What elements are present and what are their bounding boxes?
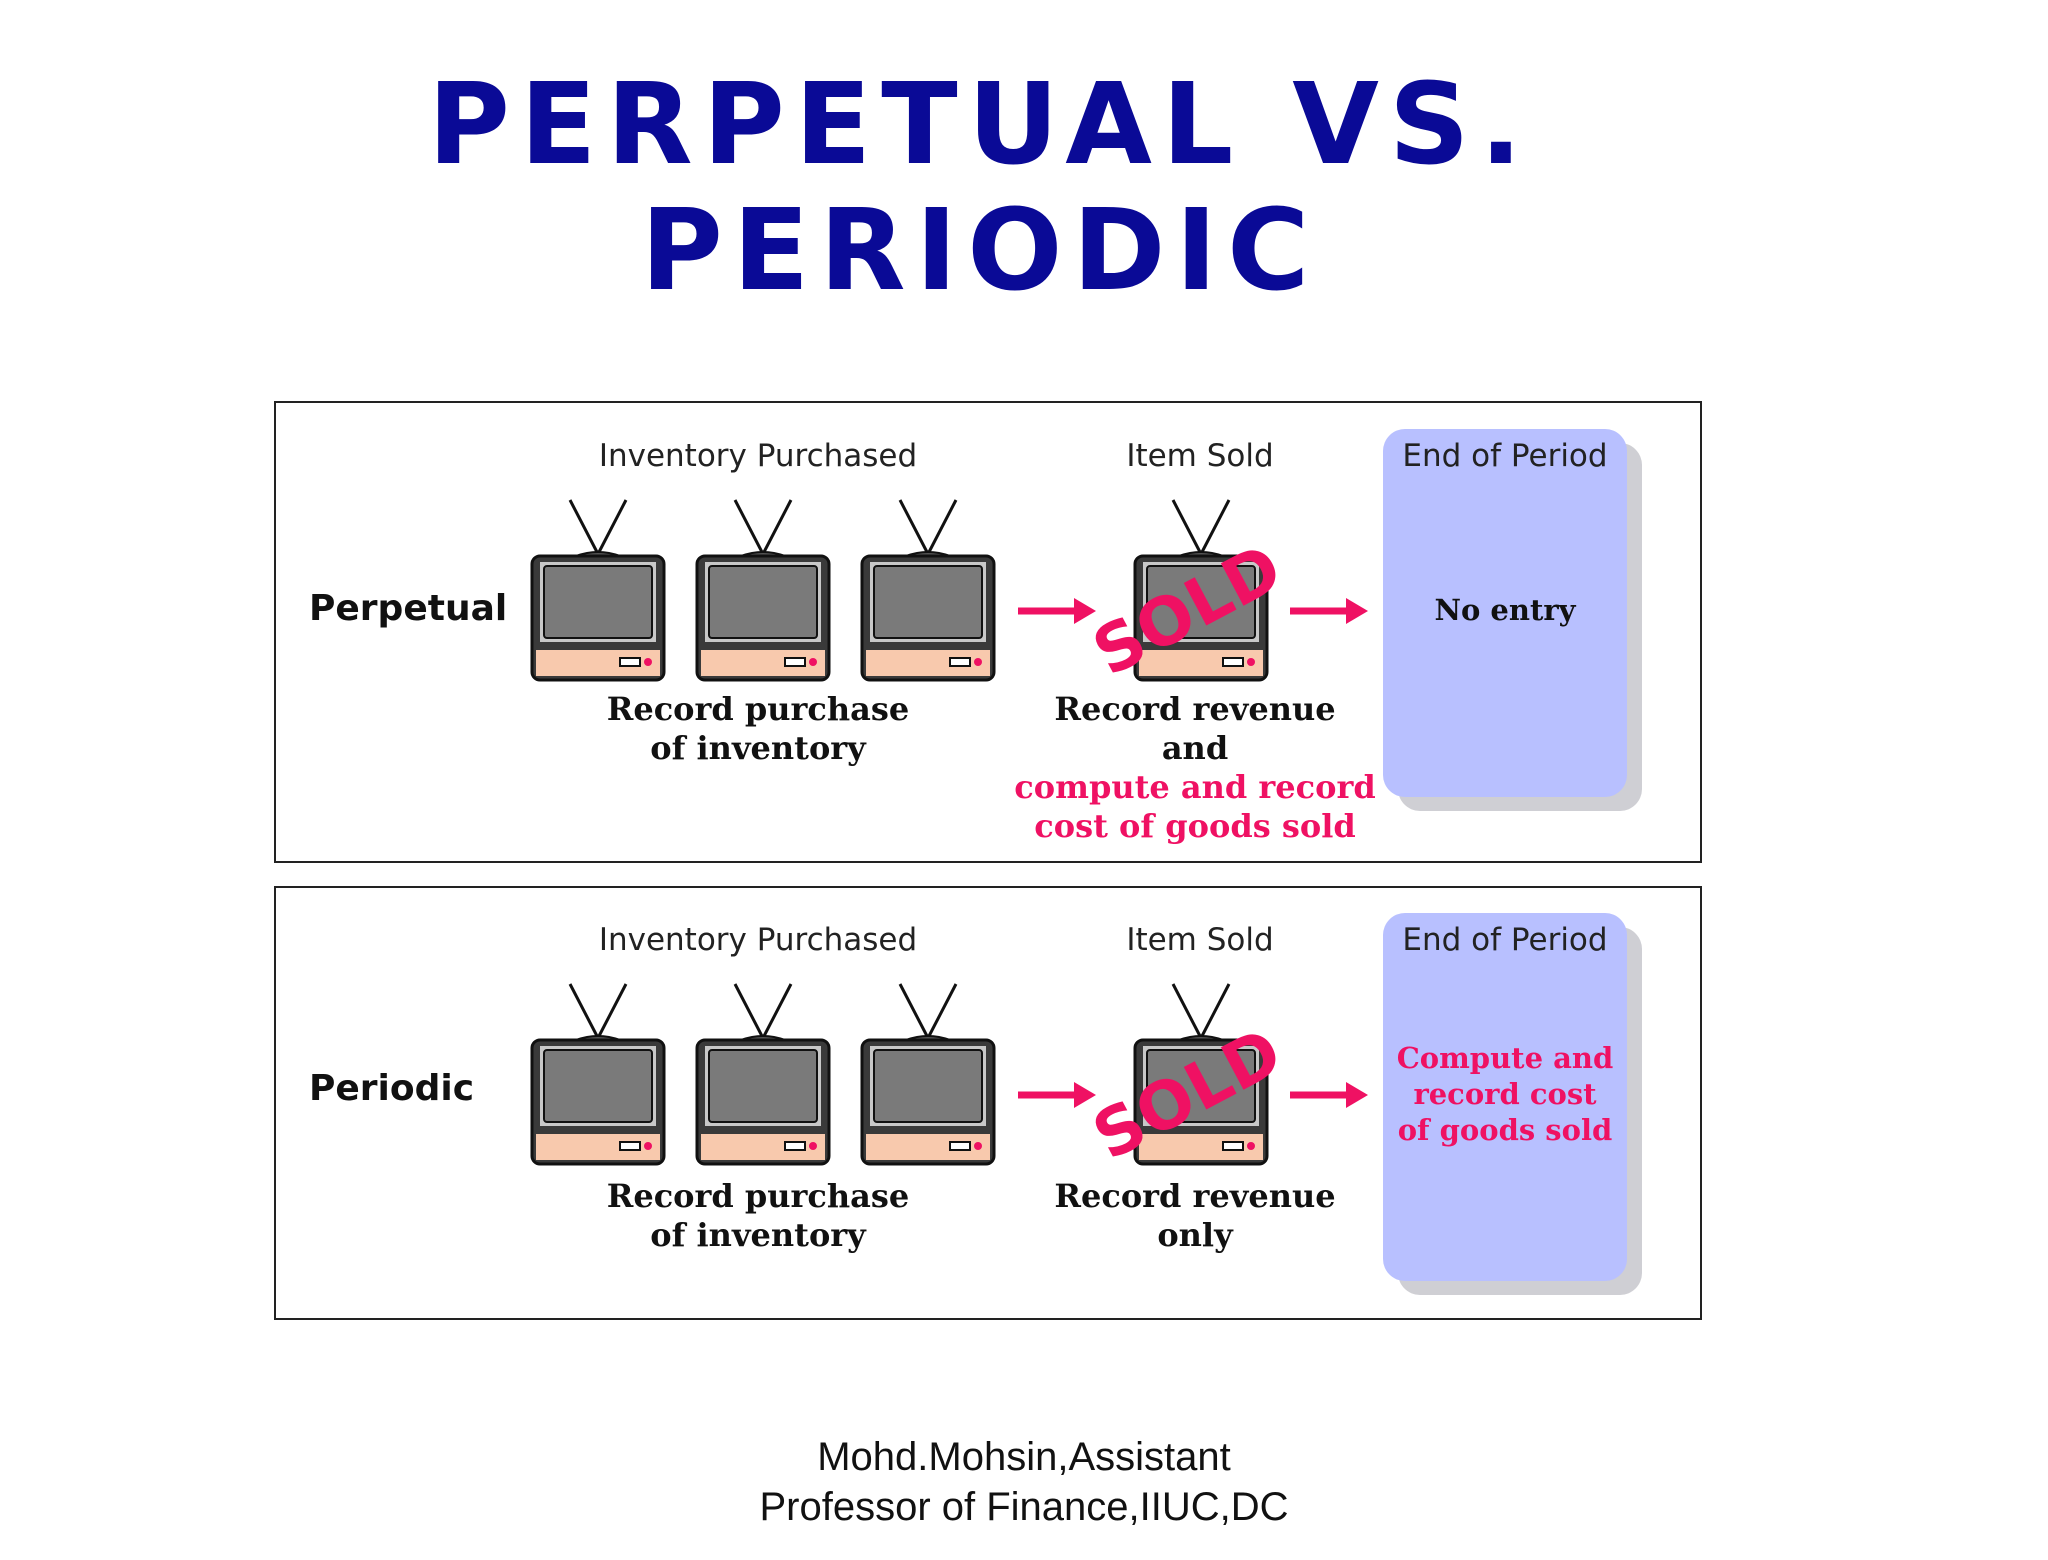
perpetual-tv-2-icon <box>695 498 831 682</box>
periodic-purchase-caption-line-2: of inventory <box>650 1216 866 1254</box>
title-line-2: PERIODIC <box>640 186 1320 316</box>
slide-title: PERPETUAL VS. PERIODIC <box>0 62 1960 314</box>
periodic-end-header: End of Period <box>1402 922 1608 958</box>
periodic-end-text-line-3: of goods sold <box>1397 1113 1613 1147</box>
perpetual-tv-1-icon <box>530 498 666 682</box>
perpetual-end-text: No entry <box>1434 593 1576 627</box>
periodic-end-text-line-2: record cost <box>1413 1077 1597 1111</box>
perpetual-end-header: End of Period <box>1402 438 1608 474</box>
perpetual-inventory-header: Inventory Purchased <box>598 438 918 474</box>
periodic-tv-2-icon <box>695 982 831 1166</box>
periodic-sold-caption-line-2: only <box>1157 1216 1233 1254</box>
periodic-sold-caption-line-1: Record revenue <box>1054 1177 1336 1215</box>
periodic-sold-header: Item Sold <box>1126 922 1274 958</box>
periodic-purchase-caption: Record purchase of inventory <box>558 1177 958 1255</box>
perpetual-sold-caption-line-4: cost of goods sold <box>1034 807 1356 845</box>
periodic-purchase-caption-line-1: Record purchase <box>606 1177 910 1215</box>
periodic-row-label: Periodic <box>309 1068 475 1109</box>
perpetual-sold-caption: Record revenue and compute and record co… <box>1000 690 1390 846</box>
perpetual-arrow-1-icon <box>1018 598 1096 624</box>
perpetual-sold-caption-line-2: and <box>1161 729 1229 767</box>
perpetual-row-label: Perpetual <box>309 588 508 629</box>
periodic-tv-1-icon <box>530 982 666 1166</box>
perpetual-end-box <box>1383 429 1627 797</box>
title-line-1: PERPETUAL VS. <box>427 60 1533 190</box>
periodic-arrow-1-icon <box>1018 1082 1096 1108</box>
footer-line-1: Mohd.Mohsin,Assistant <box>817 1435 1231 1479</box>
perpetual-sold-header: Item Sold <box>1126 438 1274 474</box>
perpetual-sold-caption-line-1: Record revenue <box>1054 690 1336 728</box>
perpetual-arrow-2-icon <box>1290 598 1368 624</box>
perpetual-purchase-caption-line-2: of inventory <box>650 729 866 767</box>
perpetual-purchase-caption: Record purchase of inventory <box>558 690 958 768</box>
periodic-end-text-line-1: Compute and <box>1396 1041 1614 1075</box>
perpetual-purchase-caption-line-1: Record purchase <box>606 690 910 728</box>
periodic-inventory-header: Inventory Purchased <box>598 922 918 958</box>
periodic-end-text: Compute and record cost of goods sold <box>1383 1040 1627 1148</box>
perpetual-tv-3-icon <box>860 498 996 682</box>
periodic-sold-caption: Record revenue only <box>1000 1177 1390 1255</box>
perpetual-sold-caption-line-3: compute and record <box>1014 768 1376 806</box>
footer-credit: Mohd.Mohsin,Assistant Professor of Finan… <box>0 1432 2048 1532</box>
periodic-arrow-2-icon <box>1290 1082 1368 1108</box>
footer-line-2: Professor of Finance,IIUC,DC <box>759 1485 1289 1529</box>
periodic-end-box <box>1383 913 1627 1281</box>
periodic-tv-3-icon <box>860 982 996 1166</box>
